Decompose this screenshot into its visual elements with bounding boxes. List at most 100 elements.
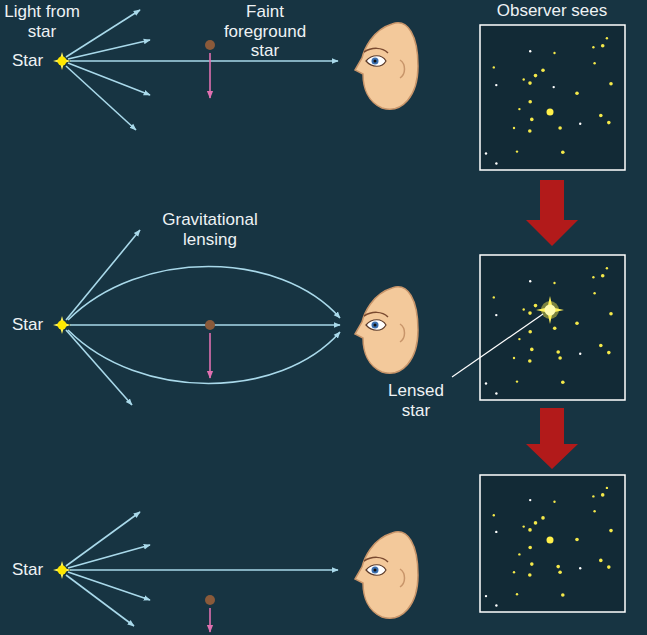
background-star — [593, 292, 595, 294]
callout-label: Faint foreground star — [218, 2, 312, 61]
lensed-star-glow — [536, 296, 564, 324]
light-rays — [66, 512, 338, 626]
background-star — [529, 50, 531, 52]
target-star — [547, 537, 554, 544]
background-star — [592, 276, 594, 278]
background-star — [528, 330, 532, 334]
background-star — [518, 338, 520, 340]
background-star — [601, 44, 605, 48]
background-star — [541, 68, 545, 72]
background-star — [530, 348, 534, 352]
background-star — [607, 351, 611, 355]
star-label: Star — [12, 560, 56, 580]
background-star — [528, 573, 532, 577]
background-star — [593, 62, 595, 64]
background-star — [593, 510, 595, 512]
background-star — [523, 308, 525, 310]
target-star — [547, 109, 554, 116]
background-star — [607, 565, 611, 569]
background-star — [495, 84, 497, 86]
background-star — [606, 37, 608, 39]
background-star — [556, 565, 560, 569]
background-star — [553, 326, 557, 330]
background-star — [485, 382, 487, 384]
star-label: Star — [12, 51, 56, 71]
foreground-star — [205, 40, 215, 50]
background-star — [528, 311, 532, 315]
background-star — [495, 162, 497, 164]
background-star — [516, 150, 518, 152]
sequence-arrow — [526, 408, 578, 469]
background-star — [609, 529, 613, 533]
sky-panel — [480, 25, 625, 170]
background-star — [534, 521, 538, 525]
background-star — [606, 267, 608, 269]
background-star — [523, 525, 525, 527]
background-star — [530, 562, 534, 566]
background-star — [575, 538, 579, 542]
callout-label: Light from star — [4, 2, 80, 41]
background-star — [592, 495, 594, 497]
background-star — [516, 380, 518, 382]
background-star — [534, 74, 538, 78]
background-star — [553, 501, 555, 503]
background-star — [599, 559, 603, 563]
callout-label: Lensed star — [382, 381, 450, 420]
background-star — [493, 66, 495, 68]
star-label: Star — [12, 315, 56, 335]
background-star — [529, 280, 531, 282]
background-star — [485, 595, 487, 597]
background-star — [579, 123, 581, 125]
background-star — [528, 359, 532, 363]
background-star — [493, 514, 495, 516]
background-star — [534, 304, 538, 308]
motion-arrow — [209, 53, 211, 98]
foreground-star — [205, 320, 215, 330]
background-star — [516, 593, 518, 595]
background-star — [541, 516, 545, 520]
background-star — [495, 392, 497, 394]
background-star — [495, 531, 497, 533]
background-star — [495, 604, 497, 606]
background-star — [530, 118, 534, 122]
background-star — [528, 81, 532, 85]
background-star — [493, 296, 495, 298]
background-star — [523, 78, 525, 80]
background-star — [601, 274, 605, 278]
sky-panel — [480, 255, 625, 400]
background-star — [606, 487, 608, 489]
foreground-star — [205, 595, 215, 605]
background-star — [528, 546, 532, 550]
motion-arrow — [209, 608, 211, 632]
background-star — [579, 353, 581, 355]
background-star — [553, 52, 555, 54]
background-star — [553, 86, 555, 88]
background-star — [561, 593, 565, 597]
process-label: Gravitational lensing — [150, 210, 270, 249]
background-star — [518, 108, 520, 110]
background-star — [485, 152, 487, 154]
background-star — [513, 357, 515, 359]
background-star — [495, 314, 497, 316]
background-star — [609, 82, 613, 86]
background-star — [528, 100, 532, 104]
background-star — [601, 493, 605, 497]
background-star — [518, 553, 520, 555]
background-star — [575, 91, 579, 95]
background-star — [592, 46, 594, 48]
background-star — [558, 570, 562, 574]
light-rays — [66, 230, 340, 405]
background-star — [607, 121, 611, 125]
background-star — [528, 528, 532, 532]
background-star — [599, 344, 603, 348]
background-star — [609, 312, 613, 316]
background-star — [553, 282, 555, 284]
background-star — [513, 571, 515, 573]
motion-arrow — [209, 333, 211, 378]
background-star — [556, 350, 560, 354]
background-star — [558, 356, 562, 360]
background-star — [599, 114, 603, 118]
leader-line — [452, 314, 543, 377]
background-star — [579, 567, 581, 569]
